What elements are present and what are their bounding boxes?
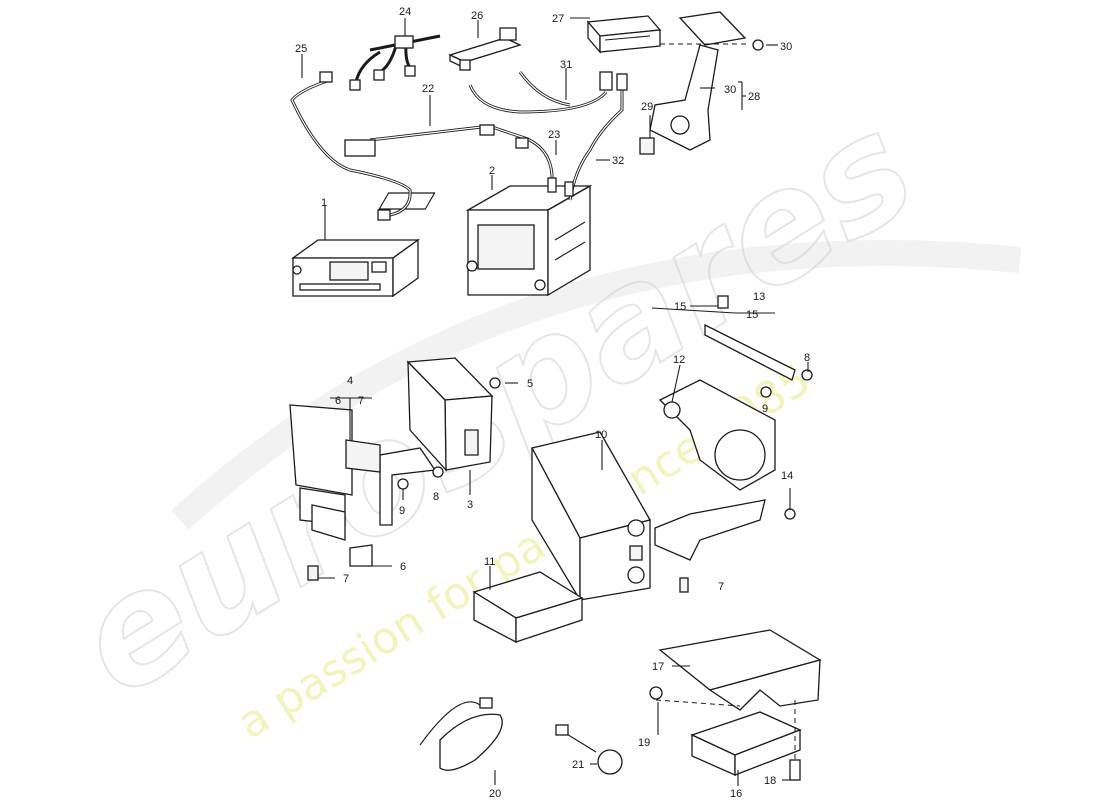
part-navigation-unit [378,184,593,297]
callout-14: 14 [781,470,793,482]
callout-10: 10 [595,429,607,441]
callout-20: 20 [489,788,501,800]
leader-lines [301,17,809,786]
callout-18: 18 [764,775,776,787]
callout-25: 25 [295,43,307,55]
callout-28: 28 [748,91,760,103]
part-amplifier-box [531,431,651,603]
callout-9a: 9 [399,505,405,517]
callout-3: 3 [467,499,473,511]
callout-5: 5 [527,378,533,390]
callout-7c: 7 [718,581,724,593]
callout-32: 32 [612,155,624,167]
callout-31: 31 [560,59,572,71]
part-wiring-loom [319,34,441,91]
callout-19: 19 [638,737,650,749]
callout-8a: 8 [433,491,439,503]
callout-30b: 30 [780,41,792,53]
part-cd-changer [406,357,494,472]
cables [290,71,628,221]
part-sub-unit [472,571,584,644]
callout-12: 12 [673,354,685,366]
callout-16: 16 [730,788,742,800]
callout-7b: 7 [343,573,349,585]
callout-1: 1 [321,197,327,209]
watermark: eurospares a passion for parts since 198… [46,79,1022,749]
callout-29: 29 [641,101,653,113]
watermark-brand: eurospares [47,80,944,730]
callout-6a: 6 [335,395,341,407]
part-radio-unit [290,238,421,298]
part-mounting-frame [289,377,501,581]
callout-13: 13 [753,291,765,303]
callout-7a: 7 [358,395,364,407]
callout-4: 4 [347,375,353,387]
callout-30a: 30 [724,84,736,96]
part-control-unit [586,15,662,54]
callout-21: 21 [572,759,584,771]
callout-6b: 6 [400,561,406,573]
callout-27: 27 [552,13,564,25]
callout-9b: 9 [762,403,768,415]
callout-23: 23 [548,129,560,141]
callout-24: 24 [399,6,411,18]
callout-labels: 1 2 3 4 5 6 6 7 7 7 8 8 9 9 10 11 12 13 … [295,6,810,800]
callout-11: 11 [484,556,495,568]
callout-26: 26 [471,10,483,22]
callout-2: 2 [489,165,495,177]
part-right-bracket [654,295,813,593]
callout-15a: 15 [674,301,686,313]
callout-17: 17 [652,661,664,673]
callout-22: 22 [422,83,434,95]
part-lower-mount [649,629,822,781]
part-antenna-module [448,27,522,71]
part-microphone [555,724,623,775]
part-bracket-28 [639,11,764,155]
callout-8b: 8 [804,352,810,364]
part-handset [419,697,503,771]
callout-15b: 15 [746,309,758,321]
